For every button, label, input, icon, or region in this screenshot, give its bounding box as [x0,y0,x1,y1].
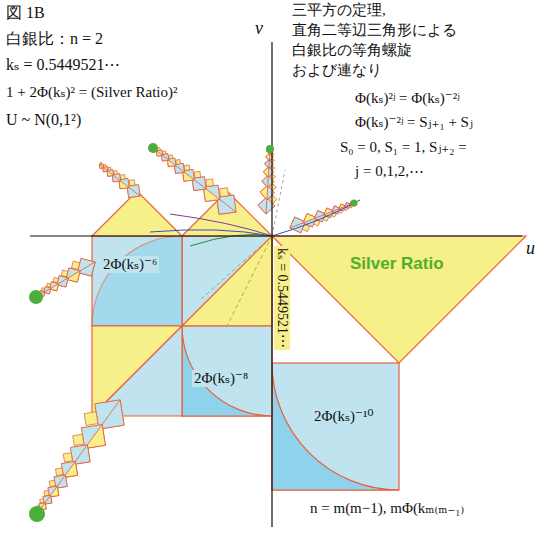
arm-triangle [314,211,325,222]
formula-label: Silver Ratio [350,254,444,274]
end-dots [29,143,358,522]
fan-line [200,236,272,300]
arm-square [314,211,325,222]
end-dot [266,145,274,153]
arm-cell [99,162,103,168]
arm-side-square [44,491,49,496]
formula-label: u [526,238,535,259]
fan-line [170,214,272,236]
formula-label: 2Φ(kₛ)⁻⁶ [101,256,159,273]
fan-line [272,200,360,236]
formula-label: n = m(m−1), mΦ(kₘ₍ₘ₋₁₎ [310,500,464,517]
yellow-triangle [182,236,272,326]
end-dot [29,290,43,304]
arm-side-square [72,261,80,269]
arm-side-square [53,277,58,282]
formula-label: j = 0,1,2,⋯ [355,163,424,180]
arm-triangle [324,208,334,218]
arm-square [77,258,95,276]
silver-triangle [272,236,526,363]
arm-side-square [184,165,190,171]
arm-side-square [113,170,117,174]
v-axis [271,42,272,527]
formula-label: および連なり [292,62,382,79]
axes [30,42,522,527]
arc-8 [182,326,272,416]
u-axis [30,235,522,236]
formula-label: kₛ = 0.5449521⋯ [274,246,290,350]
arm-side-square [163,151,166,154]
square-10 [272,363,399,490]
arm-side-square [194,171,200,177]
end-dot [29,506,45,522]
arm-side-square [61,270,68,277]
arm-square [290,217,306,233]
arm-side-square [63,453,72,462]
fan-line [272,170,285,236]
arm-side-square [73,434,84,445]
formula-label: 1 + 2Φ(kₛ)² = (Silver Ratio)² [6,84,178,101]
yellow-triangle [92,191,182,236]
end-dot [351,200,358,207]
arm-side-square [169,155,173,159]
arm-side-square [100,162,102,164]
arm-side-square [49,480,55,486]
arm-side-square [84,412,98,426]
fan-line [225,236,272,330]
arc-6 [92,236,182,326]
arm-side-square [206,179,214,187]
arm-square [324,208,334,218]
formula-label: v [255,18,263,39]
arm-side-square [120,175,125,180]
arm-side-square [220,188,229,197]
figure-title: 図 1B [6,4,45,22]
square-8 [182,326,272,416]
square-6 [92,236,182,326]
formula-label: 直角二等辺三角形による [292,22,457,39]
end-dot [148,143,158,153]
arm-triangle [290,217,306,233]
square-half [182,236,272,326]
formula-label: Φ(kₛ)²ʲ = Φ(kₛ)⁻²ʲ [355,90,460,107]
arc-10 [272,363,399,490]
formula-label: 白銀比：n = 2 [6,30,103,48]
formula-label: U ~ N(0,1²) [6,111,81,129]
arm-side-square [56,468,64,476]
arm-side-square [108,167,111,170]
formula-label: S₀ = 0, S₁ = 1, Sⱼ₊₂ = [340,139,467,156]
arm-triangle [77,258,95,276]
formula-label: Φ(kₛ)⁻²ʲ = Sⱼ₊₁ + Sⱼ [355,114,473,131]
formula-label: 白銀比の等角螺旋 [292,42,412,59]
arm-side-square [129,180,135,186]
yellow-triangle [182,191,272,236]
formula-label: kₛ = 0.5449521⋯ [6,56,120,74]
fractal-arms [33,145,356,516]
formula-label: 三平方の定理, [292,2,386,19]
arm-side-square [176,160,181,165]
fan-lines [150,170,360,330]
arm-side-square [40,499,44,503]
formula-label: 2Φ(kₛ)⁻⁸ [192,370,250,387]
formula-label: 2Φ(kₛ)⁻¹⁰ [312,408,375,425]
